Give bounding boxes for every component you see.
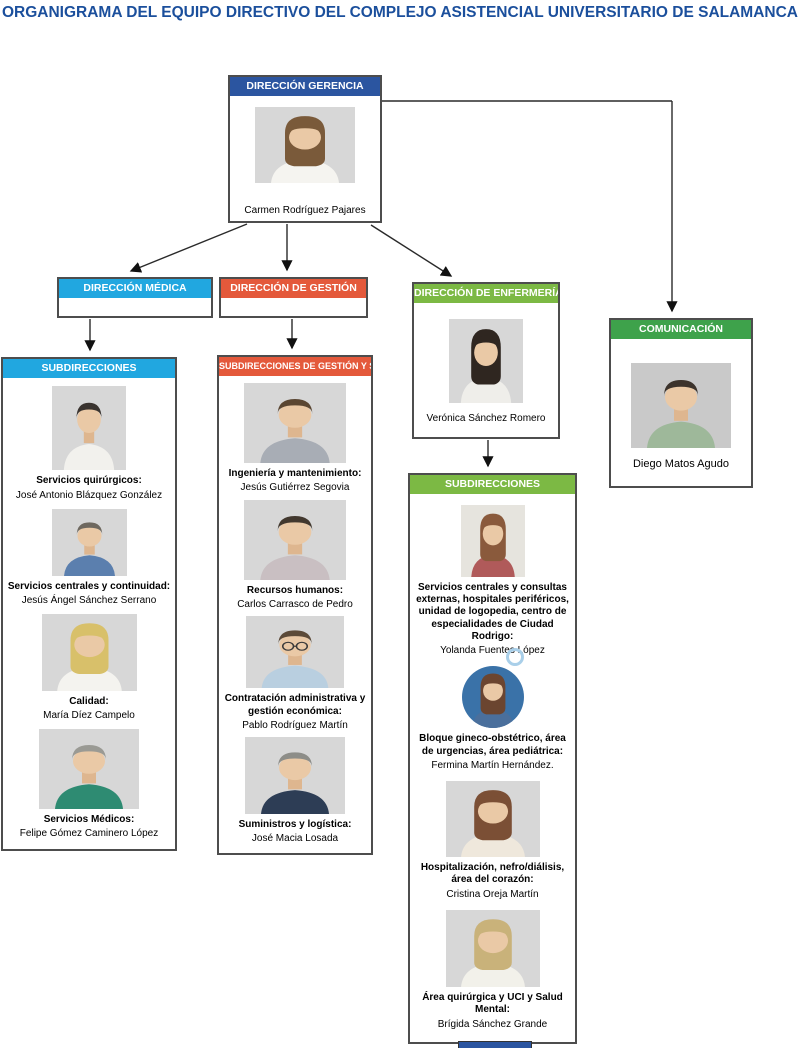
subdirecciones-medica-box: SUBDIRECCIONES Servicios quirúrgicos: Jo… [1,357,177,851]
member-servicios-centrales: Servicios centrales y continuidad: Jesús… [7,508,171,608]
member-role: Suministros y logística: [238,819,352,831]
comunicacion-box: COMUNICACIÓN Diego Matos Agudo [609,318,753,488]
member-role: Hospitalización, nefro/diálisis, área de… [420,862,565,886]
circular-portrait-photo [461,666,524,729]
portrait-photo [246,616,344,689]
portrait-photo [41,613,137,691]
person-name: Carmen Rodríguez Pajares [244,205,366,216]
member-area-quirurgica: Área quirúrgica y UCI y Salud Mental: Br… [413,910,572,1031]
direccion-gerencia-header: DIRECCIÓN GERENCIA [230,77,380,96]
direccion-enfermeria-header: DIRECCIÓN DE ENFERMERÍA [414,284,558,303]
person-name: Diego Matos Agudo [632,458,729,470]
member-name: María Díez Campelo [43,709,135,721]
member-name: Pablo Rodríguez Martín [242,719,348,731]
member-servicios-centrales-consultas: Servicios centrales y consultas externas… [413,504,572,657]
member-name: Cristina Oreja Martín [446,888,539,900]
member-contratacion: Contratación administrativa y gestión ec… [222,616,368,732]
portrait-photo [243,499,346,580]
portrait-photo [245,737,345,815]
direccion-enfermeria-box: DIRECCIÓN DE ENFERMERÍA Verónica Sánchez… [412,282,560,439]
portrait-photo [244,383,346,463]
member-name: Jesús Ángel Sánchez Serrano [21,594,157,606]
direccion-gerencia-box: DIRECCIÓN GERENCIA Carmen Rodríguez Paja… [228,75,382,223]
member-servicios-quirurgicos: Servicios quirúrgicos: José Antonio Bláz… [16,386,162,502]
member-suministros: Suministros y logística: José Macia Losa… [238,737,352,846]
person-name: Verónica Sánchez Romero [426,413,546,424]
subdirecciones-medica-header: SUBDIRECCIONES [3,359,175,378]
member-role: Contratación administrativa y gestión ec… [224,693,366,717]
member-name: Brígida Sánchez Grande [437,1018,548,1030]
member-role: Ingeniería y mantenimiento: [228,468,362,479]
subdirecciones-enfermeria-box: SUBDIRECCIONES Servicios centrales y con… [408,473,577,1044]
direccion-gestion-header: DIRECCIÓN DE GESTIÓN [221,279,366,298]
portrait-photo [255,107,355,183]
cutoff-next-box-header [458,1041,532,1048]
subdirecciones-gestion-box: SUBDIRECCIONES DE GESTIÓN Y SS.GG. Ingen… [217,355,373,855]
connector-gerencia-medica [129,223,248,273]
member-role: Servicios centrales y consultas externas… [416,581,569,642]
member-name: Yolanda Fuentes López [440,644,545,656]
page-title: ORGANIGRAMA DEL EQUIPO DIRECTIVO DEL COM… [1,4,798,21]
member-name: José Macia Losada [251,833,339,845]
portrait-photo [52,386,126,471]
member-role: Recursos humanos: [246,584,344,596]
member-role: Área quirúrgica y UCI y Salud Mental: [422,992,563,1016]
direccion-medica-header: DIRECCIÓN MÉDICA [59,279,211,298]
portrait-photo [51,508,127,576]
direccion-gestion-box: DIRECCIÓN DE GESTIÓN [219,277,368,318]
member-name: Felipe Gómez Caminero López [19,828,159,839]
subdirecciones-gestion-header: SUBDIRECCIONES DE GESTIÓN Y SS.GG. [219,357,371,376]
direccion-medica-box: DIRECCIÓN MÉDICA [57,277,213,318]
portrait-photo [449,319,523,403]
member-role: Servicios quirúrgicos: [36,475,142,487]
portrait-photo [39,728,139,809]
member-hospitalizacion: Hospitalización, nefro/diálisis, área de… [413,781,572,901]
member-name: José Antonio Blázquez González [15,489,163,501]
member-servicios-medicos: Servicios Médicos: Felipe Gómez Caminero… [19,728,159,841]
member-role: Bloque gineco-obstétrico, área de urgenc… [419,733,566,757]
connector-gerencia-enfermeria [370,224,453,277]
member-bloque-gineco: Bloque gineco-obstétrico, área de urgenc… [413,648,572,772]
member-role: Calidad: [69,695,109,707]
circle-ring-decoration [505,648,524,667]
member-calidad: Calidad: María Díez Campelo [41,613,137,723]
member-name: Carlos Carrasco de Pedro [237,598,353,610]
comunicacion-header: COMUNICACIÓN [611,320,751,339]
member-name: Jesús Gutiérrez Segovia [240,482,350,494]
portrait-photo [631,363,731,448]
member-ingenieria: Ingeniería y mantenimiento: Jesús Gutiér… [228,383,362,495]
member-role: Servicios Médicos: [43,813,135,825]
member-recursos-humanos: Recursos humanos: Carlos Carrasco de Ped… [237,499,353,612]
member-name: Fermina Martín Hernández. [431,759,554,771]
subdirecciones-enfermeria-header: SUBDIRECCIONES [410,475,575,494]
portrait-photo [445,910,540,988]
member-role: Servicios centrales y continuidad: [7,580,171,592]
portrait-photo [445,781,540,858]
portrait-photo [460,504,525,577]
